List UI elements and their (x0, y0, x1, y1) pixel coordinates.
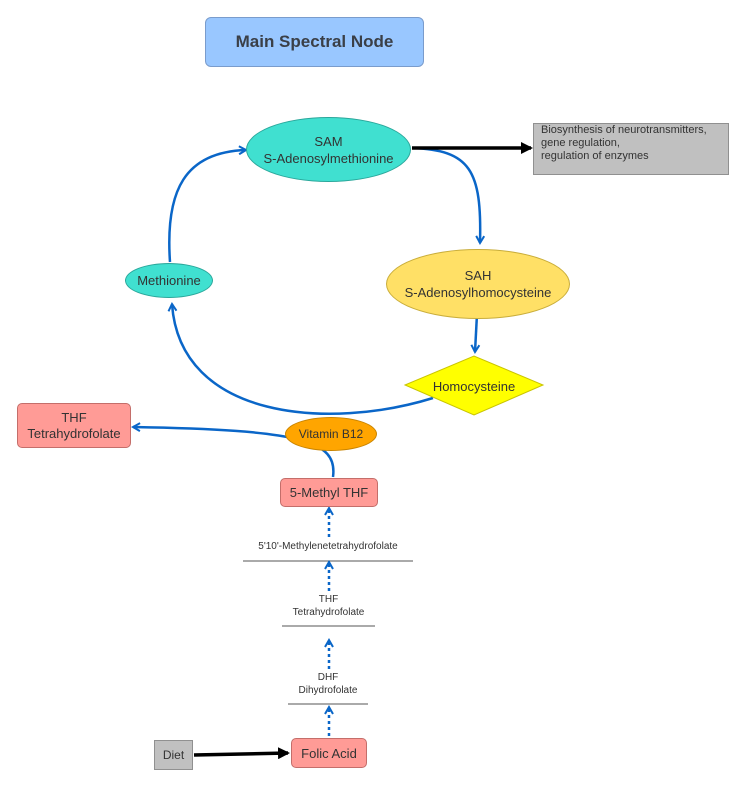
sah-fullname: S-Adenosylhomocysteine (404, 285, 552, 300)
main-title-text: Main Spectral Node (235, 32, 394, 51)
arrow-methionine-to-sam (168, 150, 246, 263)
sah-node: SAH S-Adenosylhomocysteine (386, 249, 570, 319)
folic-acid-node: Folic Acid (291, 738, 367, 768)
folic-acid-label: Folic Acid (301, 745, 357, 761)
sah-abbrev: SAH (464, 268, 492, 283)
arrow-homocysteine-to-methionine (172, 304, 434, 415)
arrow-sah-to-homocysteine (475, 313, 477, 352)
homocysteine-node: Homocysteine (405, 356, 543, 416)
methionine-label: Methionine (137, 273, 201, 288)
biosynthesis-line-3: regulation of enzymes (541, 150, 649, 162)
sam-fullname: S-Adenosylmethionine (263, 150, 394, 166)
diet-label: Diet (162, 748, 185, 762)
arrow-diet-to-folic (193, 747, 290, 760)
vitamin-b12-label: Vitamin B12 (298, 427, 364, 441)
dhf-step-label: DHF Dihydrofolate (288, 671, 368, 697)
biosynthesis-line-2: gene regulation, (541, 137, 620, 149)
methylene-thf-text: 5'10'-Methylenetetrahydrofolate (258, 541, 398, 552)
thf-abbrev: THF (61, 409, 87, 425)
methyl-thf-label: 5-Methyl THF (289, 485, 369, 500)
diet-node: Diet (154, 740, 193, 770)
thf-fullname: Tetrahydrofolate (27, 425, 121, 441)
sam-abbrev: SAM (314, 133, 343, 149)
arrow-sam-to-sah (411, 146, 480, 243)
vitamin-b12-node: Vitamin B12 (285, 417, 377, 451)
sam-node: SAM S-Adenosylmethionine (246, 117, 411, 182)
thf-step-fullname: Tetrahydrofolate (292, 607, 365, 618)
main-title-node: Main Spectral Node (205, 17, 424, 67)
homocysteine-label: Homocysteine (432, 378, 516, 394)
methyl-thf-node: 5-Methyl THF (280, 478, 378, 507)
dhf-step-abbrev: DHF (317, 672, 339, 683)
thf-node: THF Tetrahydrofolate (17, 403, 131, 448)
biosynthesis-line-1: Biosynthesis of neurotransmitters, (541, 124, 707, 136)
dhf-step-fullname: Dihydrofolate (298, 685, 358, 696)
biosynthesis-box: Biosynthesis of neurotransmitters, gene … (533, 123, 729, 175)
thf-step-abbrev: THF (318, 594, 339, 605)
methylene-thf-label: 5'10'-Methylenetetrahydrofolate (243, 540, 413, 553)
homocysteine-diamond (403, 355, 545, 416)
methionine-node: Methionine (125, 263, 213, 298)
thf-step-label: THF Tetrahydrofolate (282, 593, 375, 619)
